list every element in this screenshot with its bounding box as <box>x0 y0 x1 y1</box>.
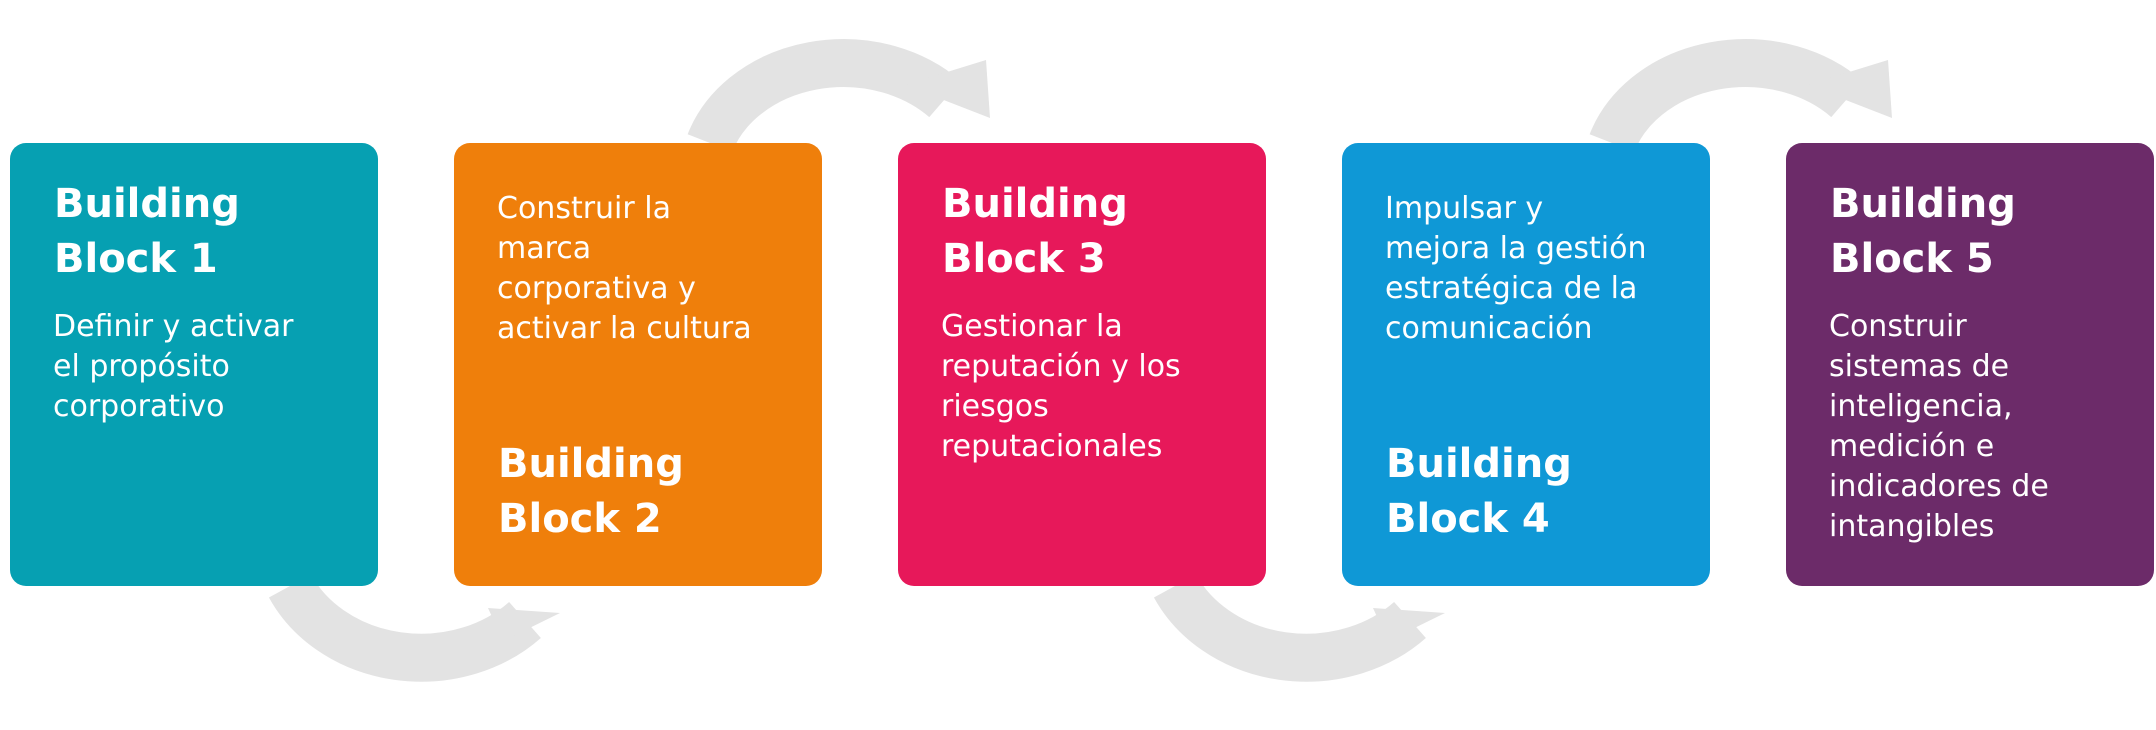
block-1-title: Building Block 1 <box>54 177 354 287</box>
block-2-desc-line: corporativa y <box>497 271 696 306</box>
block-4-title: Building Block 4 <box>1386 437 1686 547</box>
block-1-description: Definir y activar el propósito corporati… <box>53 307 353 427</box>
block-1-title-line-2: Block 1 <box>54 236 218 282</box>
block-5-desc-line: intangibles <box>1829 509 1995 544</box>
block-3-desc-line: reputación y los <box>941 349 1181 384</box>
block-2-desc-line: Construir la <box>497 191 671 226</box>
block-3-desc-line: Gestionar la <box>941 309 1123 344</box>
arrow-block4-to-block5 <box>1589 39 1892 153</box>
block-4-desc-line: estratégica de la <box>1385 271 1638 306</box>
block-3-description: Gestionar la reputación y los riesgos re… <box>941 307 1241 467</box>
block-3-desc-line: reputacionales <box>941 429 1163 464</box>
arrow-block1-to-block2 <box>268 573 560 682</box>
block-5-desc-line: indicadores de <box>1829 469 2049 504</box>
block-5-title: Building Block 5 <box>1830 177 2130 287</box>
block-3-title: Building Block 3 <box>942 177 1242 287</box>
block-3-title-line-2: Block 3 <box>942 236 1106 282</box>
block-1-desc-line: corporativo <box>53 389 225 424</box>
block-5-title-line-2: Block 5 <box>1830 236 1994 282</box>
block-4-title-line-2: Block 4 <box>1386 496 1550 542</box>
block-5-desc-line: medición e <box>1829 429 1995 464</box>
block-5-description: Construir sistemas de inteligencia, medi… <box>1829 307 2129 547</box>
block-4-desc-line: mejora la gestión <box>1385 231 1647 266</box>
building-block-3: Building Block 3 Gestionar la reputación… <box>898 143 1266 586</box>
block-3-title-line-1: Building <box>942 181 1128 227</box>
block-4-title-line-1: Building <box>1386 441 1572 487</box>
block-3-desc-line: riesgos <box>941 389 1049 424</box>
building-block-4: Impulsar y mejora la gestión estratégica… <box>1342 143 1710 586</box>
arrow-block2-to-block3 <box>687 39 990 153</box>
building-block-5: Building Block 5 Construir sistemas de i… <box>1786 143 2154 586</box>
block-1-desc-line: el propósito <box>53 349 230 384</box>
block-5-title-line-1: Building <box>1830 181 2016 227</box>
block-2-description: Construir la marca corporativa y activar… <box>497 189 807 349</box>
block-2-desc-line: activar la cultura <box>497 311 752 346</box>
block-2-title-line-1: Building <box>498 441 684 487</box>
arrow-block3-to-block4 <box>1153 573 1445 682</box>
block-4-desc-line: Impulsar y <box>1385 191 1544 226</box>
building-block-2: Construir la marca corporativa y activar… <box>454 143 822 586</box>
building-block-1: Building Block 1 Definir y activar el pr… <box>10 143 378 586</box>
block-2-desc-line: marca <box>497 231 592 266</box>
block-2-title-line-2: Block 2 <box>498 496 662 542</box>
block-4-description: Impulsar y mejora la gestión estratégica… <box>1385 189 1705 349</box>
block-5-desc-line: inteligencia, <box>1829 389 2013 424</box>
block-5-desc-line: sistemas de <box>1829 349 2010 384</box>
block-4-desc-line: comunicación <box>1385 311 1593 346</box>
block-1-desc-line: Definir y activar <box>53 309 294 344</box>
block-1-title-line-1: Building <box>54 181 240 227</box>
block-2-title: Building Block 2 <box>498 437 798 547</box>
block-5-desc-line: Construir <box>1829 309 1967 344</box>
